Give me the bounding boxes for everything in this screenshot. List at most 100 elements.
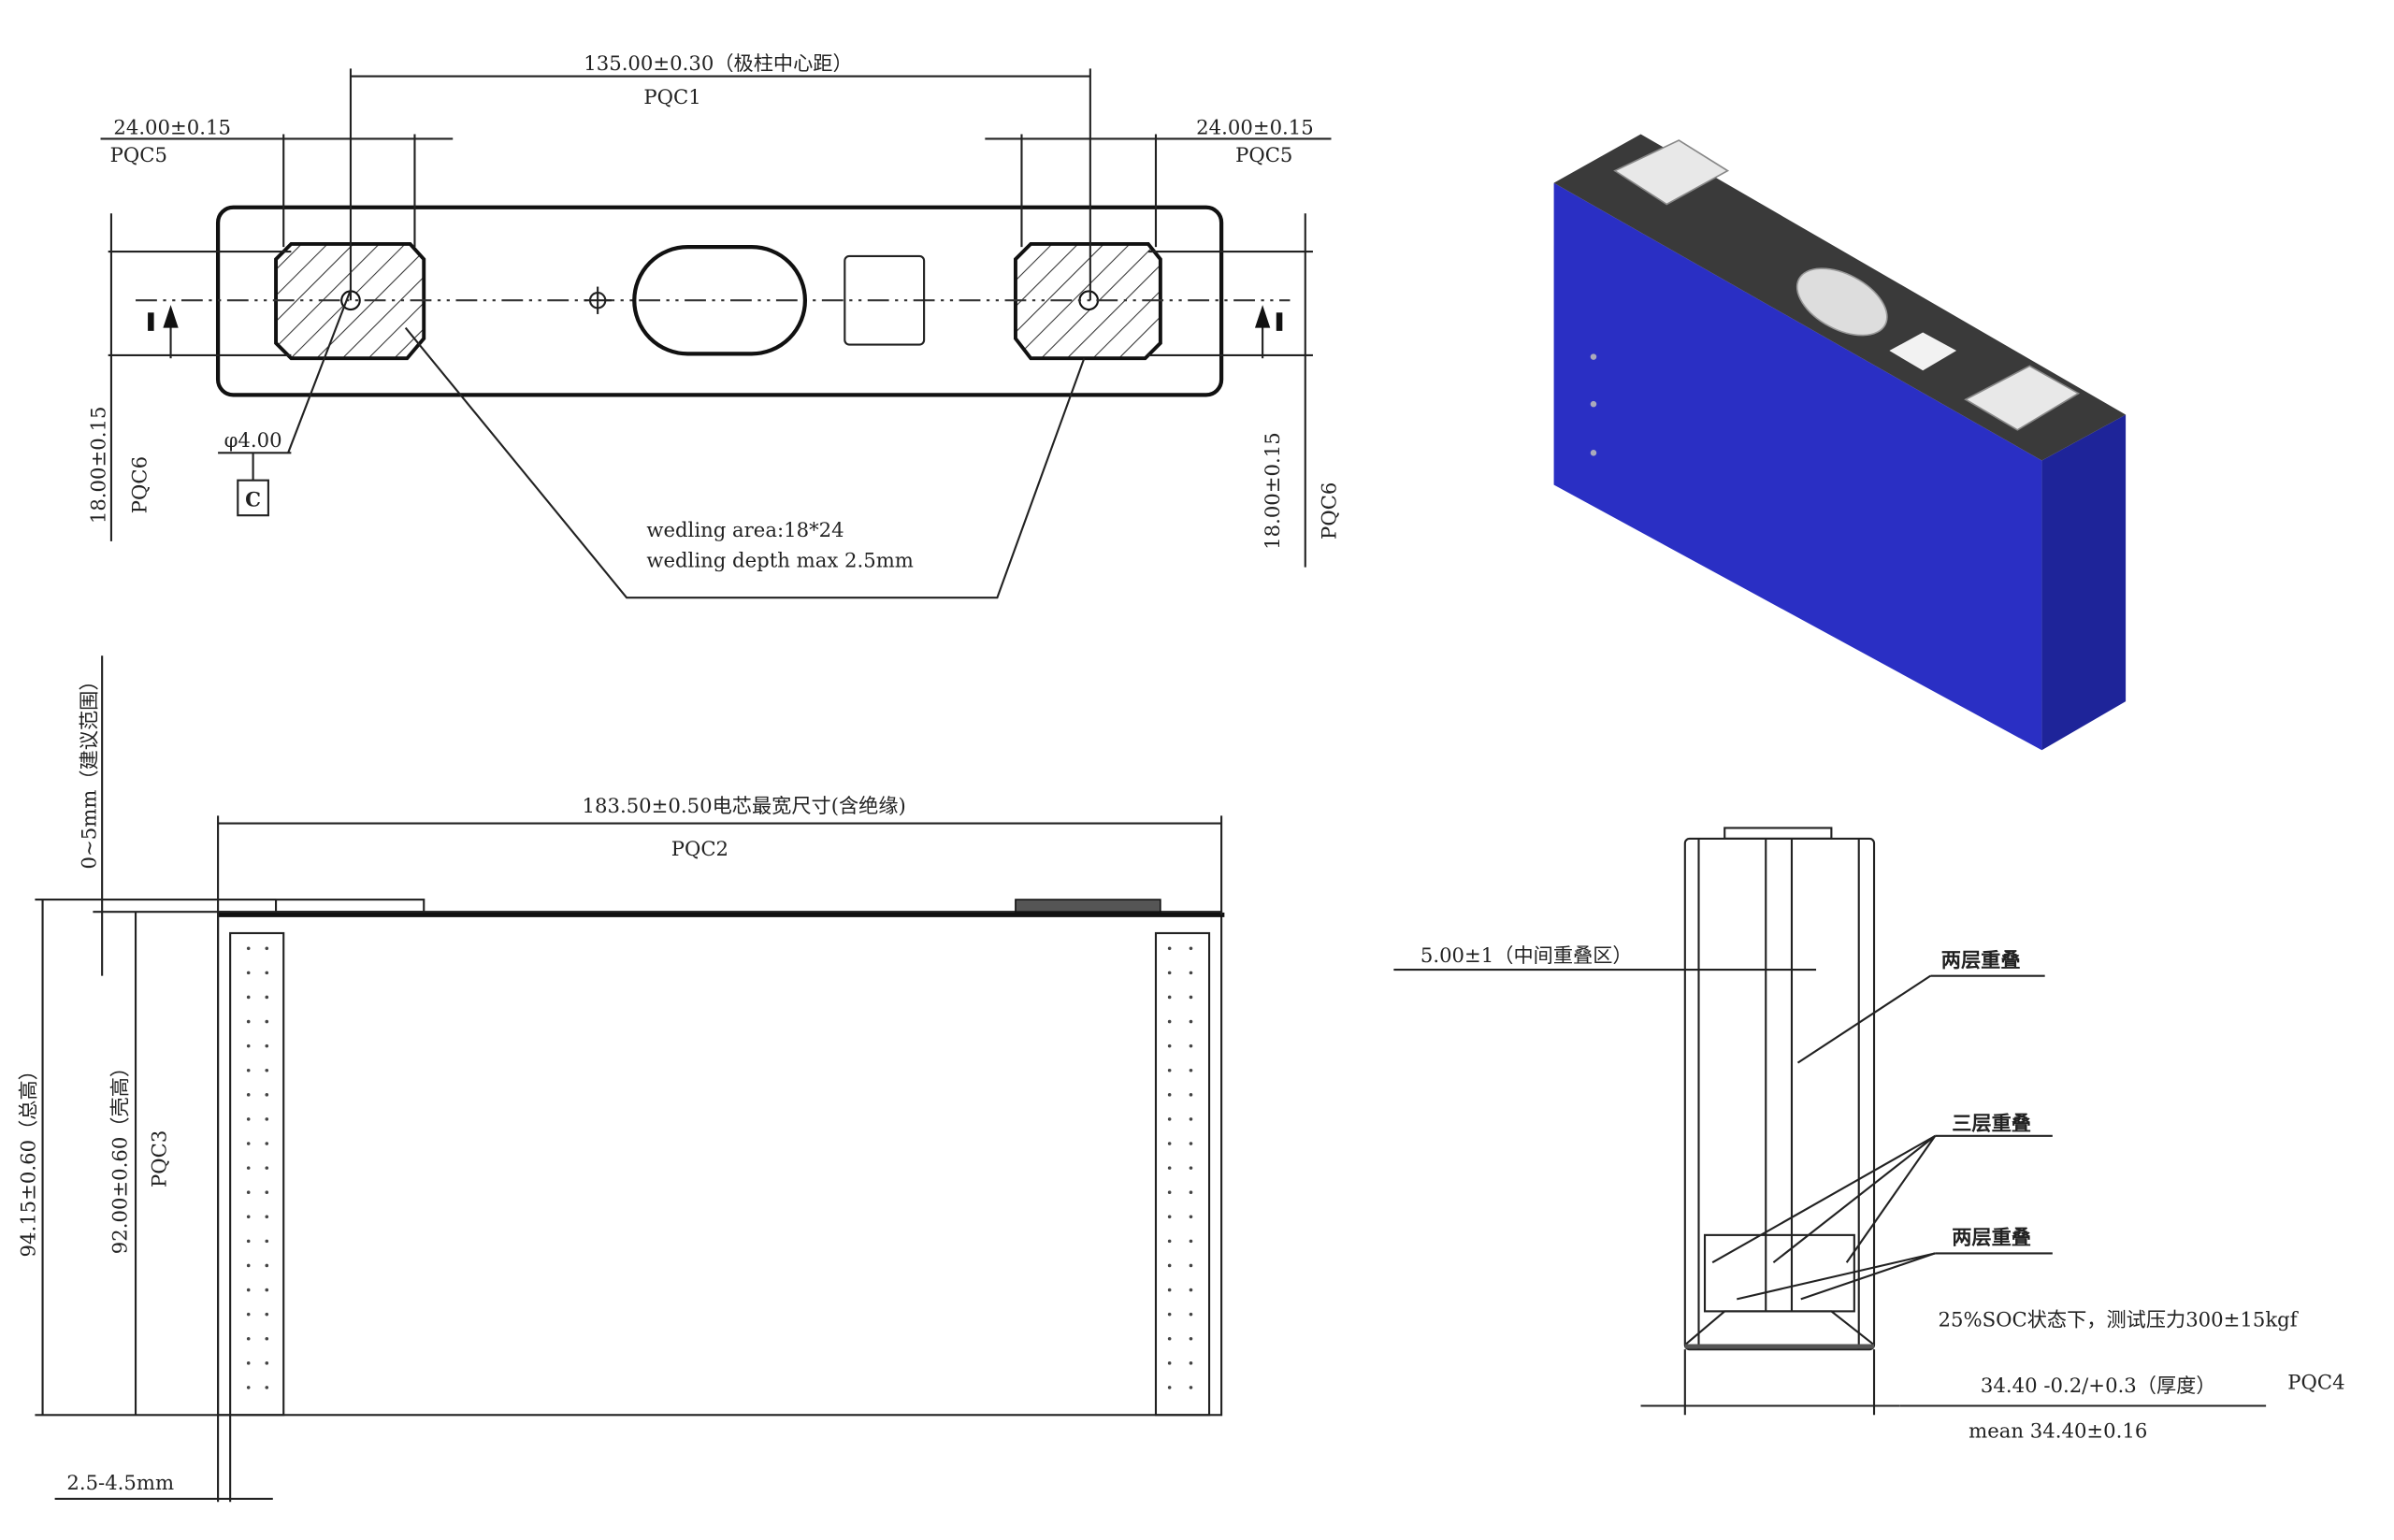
strip-dot (1189, 1239, 1193, 1244)
strip-dot (1167, 971, 1172, 975)
width-label: 183.50±0.50电芯最宽尺寸(含绝缘) (583, 794, 906, 817)
strip-dot (1189, 1386, 1193, 1389)
welding-area-label: wedling area:18*24 (646, 518, 844, 541)
height-right-code: PQC6 (1317, 482, 1340, 540)
terminal-right-front (1015, 899, 1161, 913)
strip-dot (246, 971, 251, 975)
thickness-label: 34.40 -0.2/+0.3（厚度） (1981, 1374, 2216, 1397)
strip-dot (246, 1068, 251, 1072)
strip-dot (246, 1190, 251, 1194)
terminal-width-left-label: 24.00±0.15 (113, 116, 231, 139)
cell-side-face (2041, 414, 2127, 751)
strip-dot (246, 1142, 251, 1145)
strip-dot (265, 971, 269, 975)
strip-dot (1167, 946, 1172, 951)
shell-height-label: 92.00±0.60（壳高） (108, 1058, 131, 1254)
recommended-range-label: 0~5mm（建议范围） (78, 670, 101, 869)
overlap-middle-label: 5.00±1（中间重叠区） (1421, 943, 1633, 967)
strip-dot (1167, 995, 1172, 1000)
cell-3d-render (1553, 134, 2127, 751)
strip-dot (1167, 1361, 1172, 1365)
strip-dot (265, 1166, 269, 1170)
datum-box (237, 479, 269, 517)
insulation-strip-left (229, 931, 285, 1417)
strip-dot (1167, 1312, 1172, 1317)
terminal-3d-right (1964, 365, 2081, 431)
port-3d (1889, 332, 1957, 371)
terminal-width-right-code: PQC5 (1235, 143, 1292, 166)
strip-dot (265, 1312, 269, 1317)
strip-dot (265, 1239, 269, 1244)
strip-dot (1167, 1190, 1172, 1194)
height-left-code: PQC6 (127, 456, 151, 513)
strip-dot (1189, 1019, 1193, 1024)
section-arrow-left-icon (148, 305, 179, 359)
strip-dot (1167, 1142, 1172, 1145)
strip-dot (265, 1288, 269, 1292)
injection-port (844, 254, 926, 346)
cell-side-outline (1683, 837, 1876, 1351)
two-layer-overlap-top-label: 两层重叠 (1941, 948, 2021, 971)
strip-dot (1189, 1263, 1193, 1268)
strip-dot (246, 1336, 251, 1341)
strip-dots (246, 946, 1193, 1389)
three-layer-overlap-label: 三层重叠 (1952, 1111, 2031, 1134)
welding-depth-label: wedling depth max 2.5mm (646, 549, 914, 572)
strip-dot (1167, 1336, 1172, 1341)
strip-dot (246, 1093, 251, 1097)
strip-dot (265, 1361, 269, 1365)
strip-dot (1189, 1336, 1193, 1341)
strip-dot (246, 1386, 251, 1389)
strip-dot (1167, 1019, 1172, 1024)
shell-height-code: PQC3 (148, 1130, 171, 1187)
strip-dot (1167, 1288, 1172, 1292)
strip-dot (1167, 1263, 1172, 1268)
strip-dot (1189, 1093, 1193, 1097)
strip-dot (1189, 1166, 1193, 1170)
strip-dot (1167, 1043, 1172, 1048)
strip-dot (265, 1215, 269, 1219)
strip-dot (1167, 1386, 1172, 1389)
section-arrow-right-icon (1254, 305, 1283, 359)
vent-oval (632, 245, 808, 356)
strip-dot (1189, 1215, 1193, 1219)
strip-dot (265, 1263, 269, 1268)
total-height-label: 94.15±0.60（总高） (16, 1060, 39, 1257)
strip-dot (1189, 1312, 1193, 1317)
front-view: 183.50±0.50电芯最宽尺寸(含绝缘) PQC2 0~5mm（建议范围） … (16, 655, 1225, 1503)
strip-dot (246, 1019, 251, 1024)
strip-dot (246, 1288, 251, 1292)
top-view: 135.00±0.30（极柱中心距） PQC1 24.00±0.15 PQC5 … (86, 51, 1340, 599)
strip-dot (1189, 1361, 1193, 1365)
terminal-width-right-label: 24.00±0.15 (1196, 116, 1314, 139)
strip-dot (1167, 1068, 1172, 1072)
terminal-width-left-code: PQC5 (110, 143, 167, 166)
height-left-label: 18.00±0.15 (86, 407, 109, 525)
strip-dot (246, 1361, 251, 1365)
strip-dot (265, 946, 269, 951)
pole-distance-label: 135.00±0.30（极柱中心距） (584, 51, 852, 75)
strip-dot (246, 1263, 251, 1268)
insulation-strip-right (1154, 931, 1211, 1417)
strip-dot (246, 1312, 251, 1317)
strip-dot (246, 1117, 251, 1121)
strip-dot (265, 1093, 269, 1097)
height-right-label: 18.00±0.15 (1261, 432, 1284, 550)
strip-dot (246, 946, 251, 951)
strip-dot (1189, 946, 1193, 951)
terminal-left-front (275, 899, 425, 914)
strip-dot (265, 1117, 269, 1121)
center-cross-icon (584, 286, 612, 314)
test-condition-label: 25%SOC状态下，测试压力300±15kgf (1939, 1308, 2300, 1331)
cell-front-outline (217, 911, 1223, 1417)
strip-dot (265, 995, 269, 1000)
strip-dot (1167, 1215, 1172, 1219)
strip-dot (1189, 1288, 1193, 1292)
strip-dot (265, 1142, 269, 1145)
side-view: 5.00±1（中间重叠区） 两层重叠 三层重叠 两层重叠 25%SOC状态下，测… (1393, 827, 2345, 1443)
strip-dot (246, 1215, 251, 1219)
width-code: PQC2 (671, 837, 728, 860)
cell-front-face (1553, 182, 2042, 751)
terminal-3d-left (1613, 139, 1730, 206)
